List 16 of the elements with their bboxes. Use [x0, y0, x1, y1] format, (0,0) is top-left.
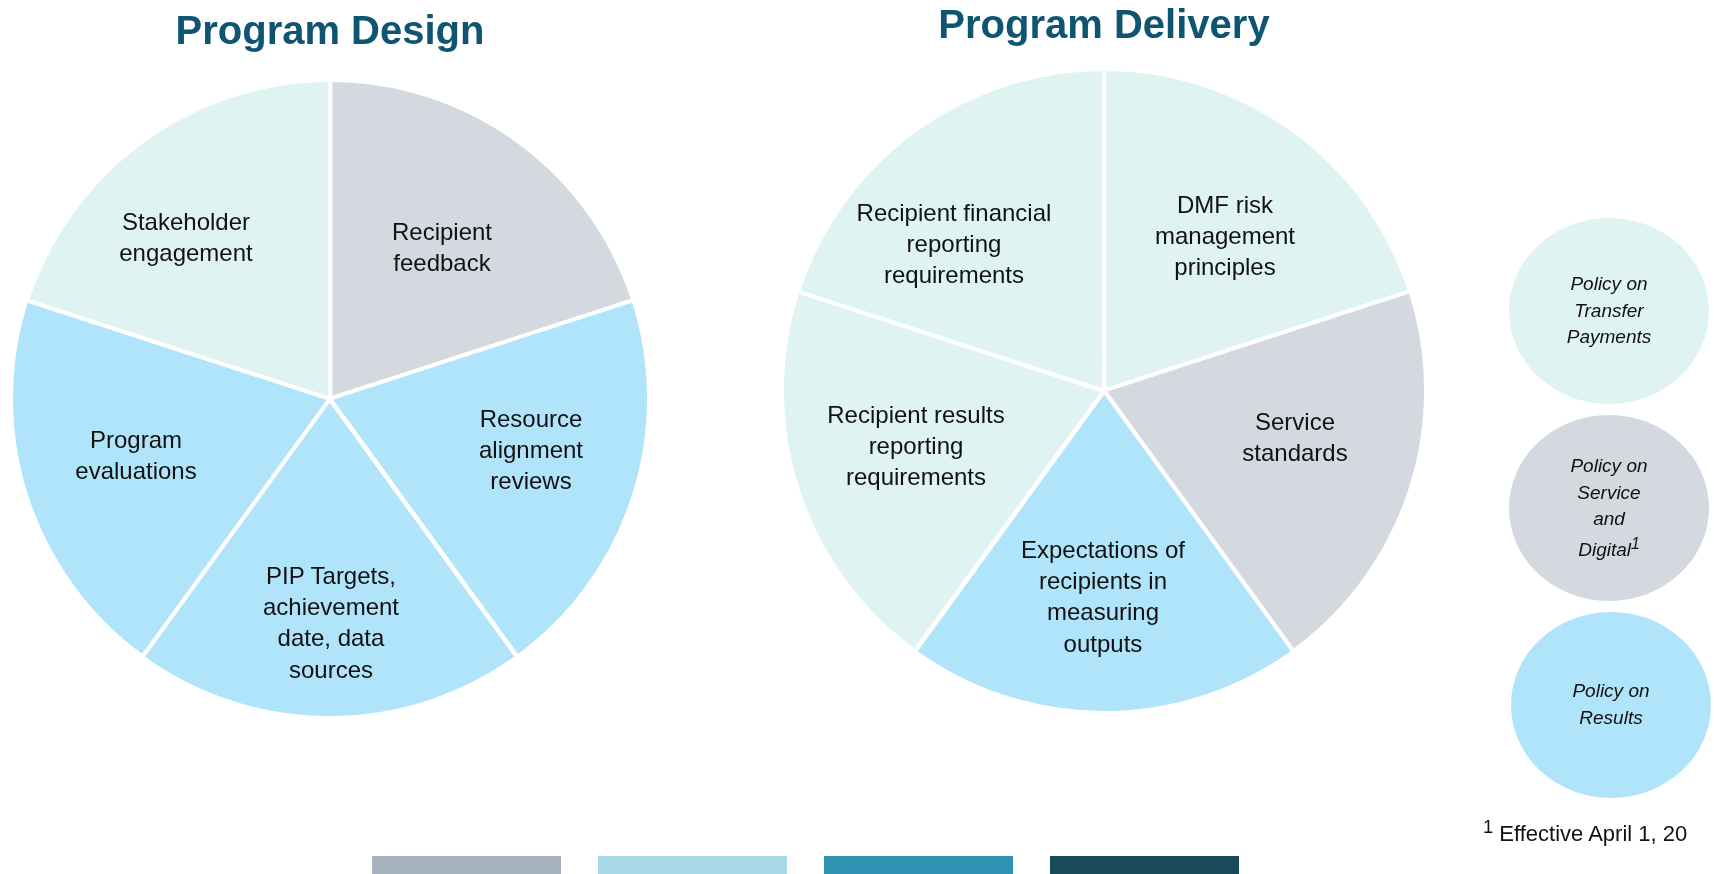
- section-heading: Program Design: [174, 8, 486, 53]
- section-heading: Program Delivery: [937, 2, 1271, 47]
- segment-label: Recipient results reporting requirements: [826, 400, 1006, 493]
- segment-label: Service standards: [1241, 406, 1349, 468]
- policy-label: Policy on Service and Digital$^{1}$: [1569, 453, 1649, 562]
- policy-label: Policy on Transfer Payments: [1565, 272, 1653, 350]
- footnote: $^{1}$ Effective April 1, 20: [1483, 816, 1688, 848]
- segment-label: Recipient financial reporting requirements: [855, 198, 1053, 291]
- segment-label: Expectations of recipients in measuring outputs: [1019, 534, 1187, 659]
- segment-label: Stakeholder engagement: [118, 206, 254, 268]
- policy-label: Policy on Results: [1571, 679, 1651, 730]
- segment-label: Program evaluations: [74, 424, 198, 486]
- segment-label: DMF risk management principles: [1153, 190, 1297, 283]
- segment-label: Recipient feedback: [390, 216, 494, 278]
- segment-label: PIP Targets, achievement date, data sources: [261, 560, 400, 685]
- segment-label: Resource alignment reviews: [477, 404, 585, 497]
